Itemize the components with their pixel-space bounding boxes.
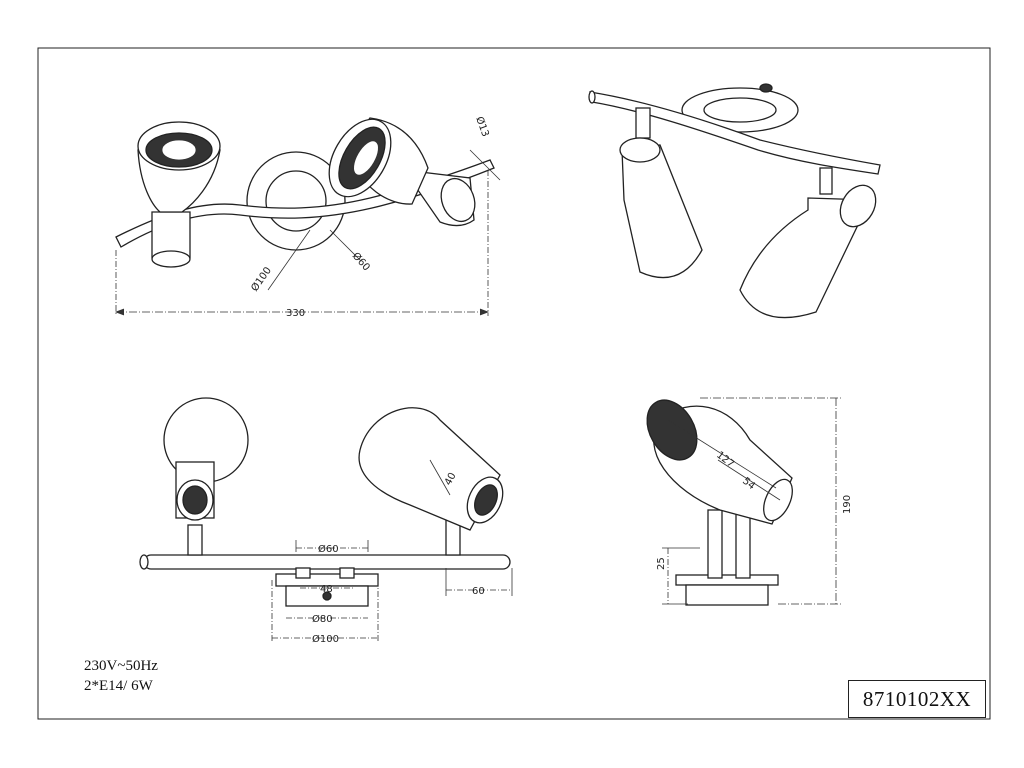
dim-overall-length: 330 [286,308,305,319]
perspective-view [588,83,881,319]
product-code-box: 8710102XX [848,680,986,718]
dim-arm-end: 60 [472,586,485,597]
voltage-spec: 230V~50Hz [84,658,158,674]
product-code: 8710102XX [862,686,972,711]
dim-front-plate-inner: Ø80 [312,613,333,625]
side-view-dimensions [662,397,842,605]
side-view [646,399,793,606]
dim-plate-diameter: Ø100 [249,265,274,294]
top-view [115,117,495,268]
bulb-spec: 2*E14/ 6W [84,678,153,694]
dim-shade-width: 40 [443,471,459,487]
drawing-frame [37,47,991,720]
dim-front-plate: Ø100 [312,633,339,645]
dim-front-spacing: 48 [320,584,333,595]
dim-front-inner: Ø60 [318,543,339,555]
top-view-dimensions [114,149,501,316]
front-view-dimensions [271,459,513,642]
dim-overall-height: 190 [842,495,853,514]
front-view [139,397,511,607]
dim-arm-diameter: Ø13 [473,115,491,138]
dim-base-height: 25 [656,557,667,570]
